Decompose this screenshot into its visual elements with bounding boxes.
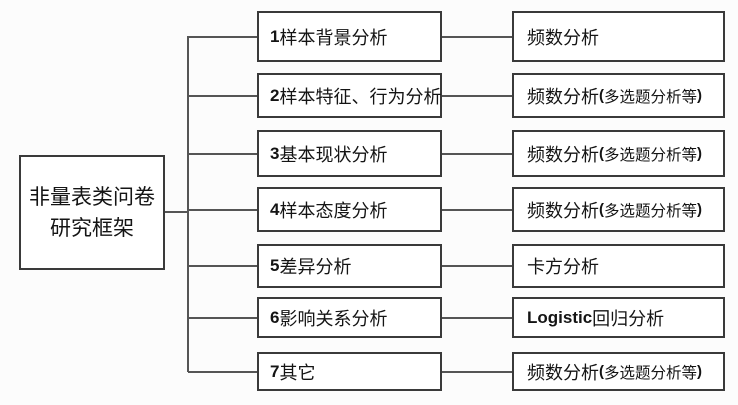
method-node-5: 卡方分析 <box>512 244 725 288</box>
method-label: 卡方分析 <box>527 257 599 277</box>
method-label: 频数分析 <box>527 200 599 221</box>
category-label: 样本背景分析 <box>279 27 388 48</box>
method-paren-close: ) <box>697 201 703 218</box>
category-number: 7 <box>270 361 280 381</box>
method-paren-label: 多选题分析等 <box>604 88 698 106</box>
category-number: 2 <box>270 85 280 105</box>
category-number: 5 <box>270 256 280 275</box>
method-paren-open: ( <box>599 363 604 380</box>
method-label: 回归分析 <box>592 308 665 329</box>
connector-branch-left-6 <box>188 317 257 319</box>
method-node-1: 频数分析 <box>512 11 725 62</box>
connector-branch-left-2 <box>188 95 257 97</box>
connector-branch-left-7 <box>188 371 257 373</box>
connector-branch-left-1 <box>188 36 257 38</box>
category-label: 影响关系分析 <box>279 308 388 329</box>
connector-branch-left-5 <box>188 265 257 267</box>
method-paren-close: ) <box>697 145 703 162</box>
method-node-4: 频数分析(多选题分析等) <box>512 187 725 232</box>
method-node-2: 频数分析(多选题分析等) <box>512 73 725 118</box>
connector-branch-right-2 <box>442 95 512 97</box>
method-paren-close: ) <box>697 363 703 380</box>
category-label: 样本态度分析 <box>279 200 388 221</box>
method-label: 频数分析 <box>527 27 599 48</box>
method-label: 频数分析 <box>527 362 599 383</box>
connector-branch-left-3 <box>188 153 257 155</box>
connector-branch-right-6 <box>442 317 512 319</box>
method-paren-open: ( <box>599 201 604 218</box>
method-node-3: 频数分析(多选题分析等) <box>512 130 725 177</box>
method-label-latin: Logistic <box>527 307 593 327</box>
connector-branch-right-3 <box>442 153 512 155</box>
connector-branch-right-7 <box>442 371 512 373</box>
connector-branch-right-1 <box>442 36 512 38</box>
category-number: 3 <box>270 143 280 163</box>
category-number: 1 <box>270 26 280 46</box>
connector-branch-left-4 <box>188 209 257 211</box>
method-label: 频数分析 <box>527 144 599 165</box>
category-label: 其它 <box>279 362 316 383</box>
category-label: 样本特征、行为分析 <box>279 86 442 107</box>
category-number: 6 <box>270 307 280 327</box>
category-label: 差异分析 <box>279 257 352 277</box>
root-node: 非量表类问卷 研究框架 <box>19 155 165 270</box>
category-number: 4 <box>270 199 280 219</box>
method-label: 频数分析 <box>527 86 599 107</box>
connector-root-h <box>165 211 188 213</box>
connector-trunk <box>187 36 189 372</box>
root-title-line-2: 研究框架 <box>50 215 134 240</box>
connector-branch-right-5 <box>442 265 512 267</box>
method-node-7: 频数分析(多选题分析等) <box>512 352 725 391</box>
method-paren-label: 多选题分析等 <box>604 146 698 164</box>
root-title-line-1: 非量表类问卷 <box>29 184 155 209</box>
method-paren-open: ( <box>599 145 604 162</box>
method-paren-label: 多选题分析等 <box>604 364 698 382</box>
method-paren-label: 多选题分析等 <box>604 202 698 220</box>
connector-branch-right-4 <box>442 209 512 211</box>
category-label: 基本现状分析 <box>279 144 388 165</box>
method-paren-close: ) <box>697 87 703 104</box>
method-paren-open: ( <box>599 87 604 104</box>
